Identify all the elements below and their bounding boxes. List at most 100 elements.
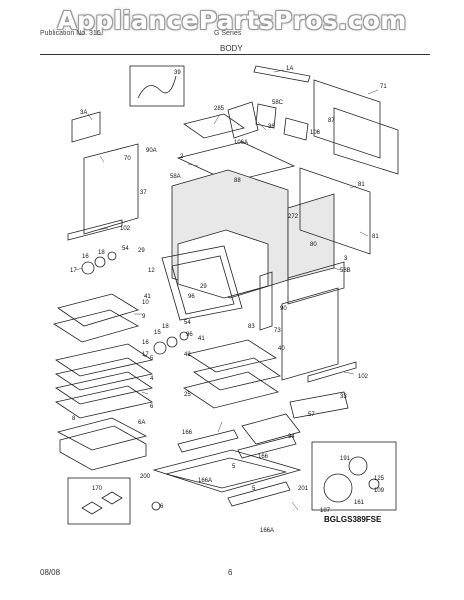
knob-17b <box>153 341 167 355</box>
callout-16b: 16 <box>142 340 149 346</box>
callout-200: 200 <box>140 474 151 480</box>
callout-4: 4 <box>150 376 154 382</box>
callout-54a: 54 <box>122 246 129 252</box>
callout-87: 87 <box>328 118 335 124</box>
callout-83: 83 <box>248 324 255 330</box>
bake-element-42 <box>186 339 278 373</box>
callout-16a: 16 <box>82 254 89 260</box>
callout-170: 170 <box>92 486 103 492</box>
callout-166A2: 166A <box>260 528 274 534</box>
oven-racks <box>54 343 154 419</box>
callout-39: 39 <box>174 70 181 76</box>
callout-33: 33 <box>340 394 347 400</box>
callout-5b: 5 <box>232 464 236 470</box>
callout-58C: 58C <box>272 100 284 106</box>
leader-lines <box>75 69 379 511</box>
leveling-leg-170b <box>101 491 123 505</box>
callout-15: 15 <box>154 330 161 336</box>
publication-label: Publication No. 316 <box>40 30 101 37</box>
drawer-rail-166A <box>227 481 291 507</box>
bezel-54b <box>179 331 189 341</box>
convection-fan-inset <box>311 441 397 511</box>
callout-96b: 96 <box>186 332 193 338</box>
fan-motor-107 <box>323 473 353 503</box>
callout-17b: 17 <box>142 352 149 358</box>
callout-90: 90 <box>280 306 287 312</box>
bracket-106 <box>283 117 309 141</box>
oven-cavity-opening <box>177 229 269 299</box>
side-trim-3 <box>287 261 345 305</box>
leveling-leg-170a <box>81 501 103 515</box>
callout-71: 71 <box>380 84 387 90</box>
trim-strip-102b <box>307 361 357 383</box>
callout-106: 106 <box>310 130 321 136</box>
callout-191: 191 <box>340 456 351 462</box>
callout-106A: 106A <box>234 140 248 146</box>
watermark-text: AppliancePartsPros.com <box>57 6 407 35</box>
knob-16b <box>166 336 178 348</box>
exploded-parts-diagram: 1A 39 71 3A 285 36 58C 87 106 106A 70 90… <box>53 65 399 534</box>
storage-drawer-liner <box>56 417 148 451</box>
drawer-frame-inner <box>165 457 287 489</box>
broiler-pan-insert <box>57 293 139 327</box>
callout-57: 57 <box>308 412 315 418</box>
callout-80: 80 <box>310 242 317 248</box>
callout-272: 272 <box>288 214 299 220</box>
storage-drawer <box>59 425 147 471</box>
top-plate-285 <box>183 113 245 139</box>
callout-285: 285 <box>214 106 225 112</box>
callout-9: 9 <box>142 314 146 320</box>
callout-81a: 81 <box>358 182 365 188</box>
callout-5c: 5 <box>252 486 256 492</box>
callout-41a: 41 <box>144 294 151 300</box>
oven-bottom-25 <box>183 371 279 409</box>
callout-109: 109 <box>374 488 385 494</box>
bottom-panel-40 <box>193 357 281 391</box>
callout-labels: 1A 39 71 3A 285 36 58C 87 106 106A 70 90… <box>70 66 387 534</box>
trim-strip-102 <box>67 219 123 241</box>
knob-17 <box>81 261 95 275</box>
callout-10: 10 <box>142 300 149 306</box>
callout-41b: 41 <box>198 336 205 342</box>
callout-107: 107 <box>320 508 331 514</box>
callout-54b: 54 <box>184 320 191 326</box>
callout-25: 25 <box>184 392 191 398</box>
callout-96a: 96 <box>188 294 195 300</box>
top-rail <box>253 65 311 83</box>
vent-36 <box>227 101 259 139</box>
knob-16 <box>94 256 106 268</box>
callout-90A: 90A <box>146 148 157 154</box>
callout-18a: 18 <box>98 250 105 256</box>
callout-8: 8 <box>72 416 76 422</box>
callout-58A: 58A <box>170 174 181 180</box>
drawer-rail-166 <box>177 429 239 453</box>
callout-166A1: 166A <box>198 478 212 484</box>
callout-29: 29 <box>138 248 145 254</box>
bracket-58C <box>255 103 277 129</box>
callout-102b: 102 <box>358 374 369 380</box>
drawer-rail-166b <box>237 435 297 459</box>
callout-70: 70 <box>124 156 131 162</box>
fan-blade-191 <box>348 456 368 476</box>
callout-81b: 81 <box>372 234 379 240</box>
callout-201: 201 <box>298 486 309 492</box>
callout-6A: 6A <box>138 420 145 426</box>
callout-3: 3 <box>344 256 348 262</box>
callout-58B: 58B <box>340 268 351 274</box>
callout-36: 36 <box>268 124 275 130</box>
kick-panel-33 <box>289 391 349 419</box>
callout-166b: 166 <box>258 454 269 460</box>
page-number: 6 <box>228 568 233 577</box>
callout-102a: 102 <box>120 226 131 232</box>
callout-12: 12 <box>148 268 155 274</box>
callout-166a: 166 <box>182 430 193 436</box>
door-frame-inner <box>171 255 235 315</box>
callout-73: 73 <box>274 328 281 334</box>
rear-panel-87 <box>333 107 399 175</box>
section-label: G Series <box>214 30 242 37</box>
callout-40: 40 <box>278 346 285 352</box>
callout-29b: 29 <box>200 284 207 290</box>
side-trim-3A <box>71 111 101 143</box>
wire-harness-inset <box>129 65 185 107</box>
callout-2: 2 <box>180 154 184 160</box>
